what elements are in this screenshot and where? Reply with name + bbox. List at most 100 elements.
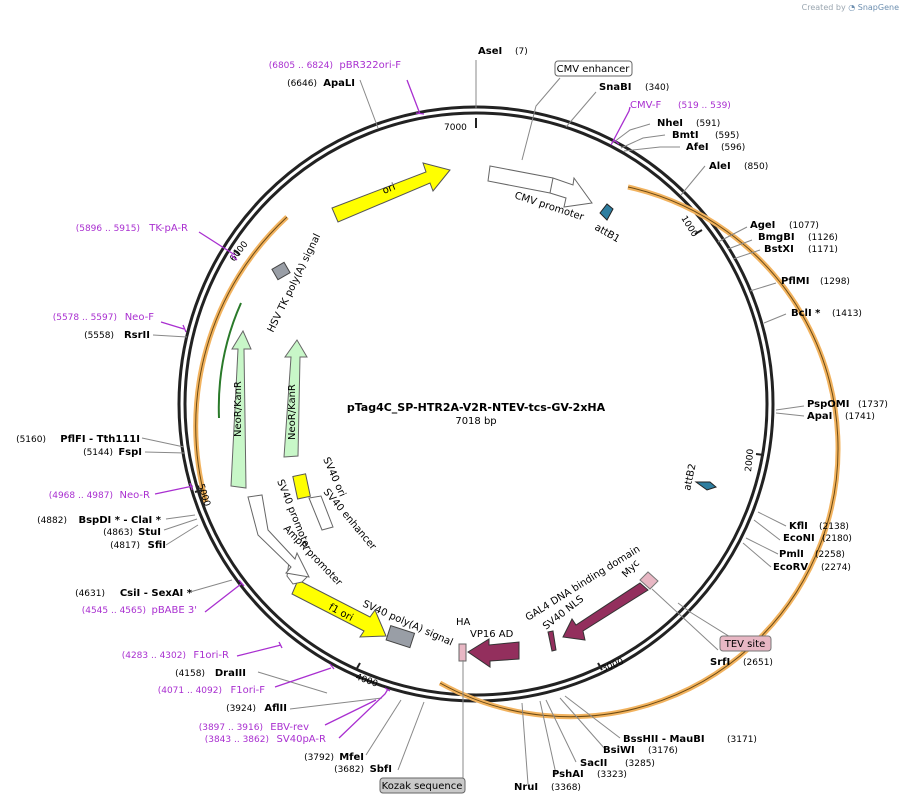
label-neokanr-outer: NeoR/KanR [233, 381, 244, 437]
primer-ebv-rev-pos: (3897 .. 3916) [199, 723, 263, 733]
enzyme-alei-pos: (850) [744, 162, 768, 172]
label-attb1: attB1 [593, 222, 622, 245]
enzyme-csii: CsiI - SexAI * [120, 588, 193, 599]
enzyme-apali-pos: (6646) [287, 79, 317, 89]
enzyme-bmti-pos: (595) [715, 131, 739, 141]
enzyme-pflmi-pos: (1298) [820, 277, 850, 287]
enzyme-apai: ApaI [807, 411, 832, 422]
enzyme-afei: AfeI [686, 142, 709, 153]
enzyme-rsrii-pos: (5558) [84, 331, 114, 341]
primer-cmv-f: CMV-F [630, 100, 661, 111]
enzyme-bmti: BmtI [672, 130, 699, 141]
primer-cmv-f-pos: (519 .. 539) [678, 101, 731, 111]
enzyme-nrui-pos: (3368) [551, 783, 581, 793]
enzyme-ecorv-pos: (2274) [821, 563, 851, 573]
primer-pbabe3: pBABE 3' [151, 605, 197, 616]
orf-arc-main-line [439, 186, 839, 718]
tev-site-label-box [719, 635, 772, 652]
enzyme-bcli: BclI * [791, 308, 821, 319]
enzyme-asei: AseI [478, 46, 502, 57]
enzyme-fspi: FspI [118, 447, 142, 458]
enzyme-pspomi-pos: (1737) [858, 400, 888, 410]
enzyme-bstxi: BstXI [764, 244, 794, 255]
attb1-arrow [599, 203, 614, 221]
enzyme-bsiwi: BsiWI [603, 745, 635, 756]
primer-neo-f: Neo-F [125, 312, 155, 323]
kozak-label-box [379, 777, 466, 794]
snapgene-credit: Created by ◔ SnapGene [802, 3, 899, 12]
enzyme-draiii: DraIII [215, 668, 246, 679]
enzyme-pflfi-pos: (5160) [16, 435, 46, 445]
sv40-enhancer-divider [308, 495, 334, 531]
primer-sv40pa-r: SV40pA-R [277, 734, 326, 745]
tick-label-2000: 2000 [744, 448, 756, 472]
enzyme-stui: StuI [138, 527, 161, 538]
cmv-promoter-arrow [487, 165, 593, 208]
f1-ori-arrow [291, 579, 387, 638]
enzyme-aflii-pos: (3924) [226, 704, 256, 714]
enzyme-fspi-pos: (5144) [83, 448, 113, 458]
cmv-enhancer-divider [549, 177, 554, 194]
enzyme-bsshii-pos: (3171) [727, 735, 757, 745]
enzyme-bstxi-pos: (1171) [808, 245, 838, 255]
enzyme-snabi-pos: (340) [645, 83, 669, 93]
backbone-inner-ring [183, 111, 769, 697]
enzyme-rsrii: RsrII [124, 330, 150, 341]
snapgene-logo-icon: ◔ [848, 3, 856, 12]
enzyme-econi-pos: (2180) [822, 534, 852, 544]
enzyme-ecorv: EcoRV [773, 562, 808, 573]
primer-neo-r-pos: (4968 .. 4987) [49, 491, 113, 501]
enzyme-sbfi-pos: (3682) [334, 765, 364, 775]
enzyme-sfii: SfiI [148, 540, 166, 551]
ha-box [458, 643, 467, 662]
primer-neo-f-pos: (5578 .. 5597) [53, 313, 117, 323]
primer-tk-pa-r-pos: (5896 .. 5915) [76, 224, 140, 234]
sv40-nls-box [547, 630, 557, 652]
label-ori: ori [381, 182, 397, 197]
primer-ebv-rev: EBV-rev [270, 722, 309, 733]
primer-sv40pa-r-pos: (3843 .. 3862) [205, 735, 269, 745]
enzyme-aflii: AflII [264, 703, 287, 714]
enzyme-agei: AgeI [750, 220, 775, 231]
neokanr-inner-arrow [283, 339, 308, 458]
label-ha: HA [456, 617, 471, 628]
enzyme-econi: EcoNI [783, 533, 815, 544]
primer-f1ori-r-pos: (4283 .. 4302) [122, 651, 186, 661]
enzyme-sbfi: SbfI [370, 764, 392, 775]
label-vp16: VP16 AD [470, 629, 514, 640]
enzyme-mfei: MfeI [339, 752, 364, 763]
cmv-enhancer-label-box [554, 60, 633, 77]
enzyme-pflfi: PflFI - Tth111I [60, 434, 140, 445]
neo-inner-line [217, 302, 242, 419]
cmv-enhancer-label: CMV enhancer [557, 64, 631, 75]
credit-prefix: Created by [801, 3, 846, 12]
primer-tk-pa-r: TK-pA-R [148, 223, 188, 234]
tick-label-3000: 3000 [600, 657, 625, 675]
enzyme-kfli-pos: (2138) [819, 522, 849, 532]
enzyme-sacii: SacII [580, 758, 607, 769]
enzyme-bcli-pos: (1413) [832, 309, 862, 319]
enzyme-bspdi: BspDI * - ClaI * [78, 515, 161, 526]
tick-label-7000: 7000 [444, 123, 467, 133]
tev-site-label: TEV site [724, 639, 766, 650]
enzyme-draiii-pos: (4158) [175, 669, 205, 679]
primer-f1ori-f-pos: (4071 .. 4092) [158, 686, 222, 696]
ori-arrow [331, 162, 451, 223]
enzyme-pspomi: PspOMI [807, 399, 849, 410]
enzyme-stui-pos: (4863) [103, 528, 133, 538]
enzyme-mfei-pos: (3792) [304, 753, 334, 763]
primer-pbr322ori-f: pBR322ori-F [339, 60, 401, 71]
attb2-arrow [694, 481, 718, 491]
orf-arc-neo-line [195, 216, 288, 503]
enzyme-snabi: SnaBI [599, 82, 631, 93]
hsv-tk-polya-box [271, 261, 291, 281]
enzyme-sfii-pos: (4817) [110, 541, 140, 551]
enzyme-bsiwi-pos: (3176) [648, 746, 678, 756]
enzyme-srfi-pos: (2651) [743, 658, 773, 668]
enzyme-apai-pos: (1741) [845, 412, 875, 422]
label-neokanr-inner: NeoR/KanR [287, 384, 298, 440]
primer-pbr322ori-f-pos: (6805 .. 6824) [269, 61, 333, 71]
sv40-promoter-arrow [247, 494, 310, 578]
tick-label-4000: 4000 [354, 672, 379, 689]
